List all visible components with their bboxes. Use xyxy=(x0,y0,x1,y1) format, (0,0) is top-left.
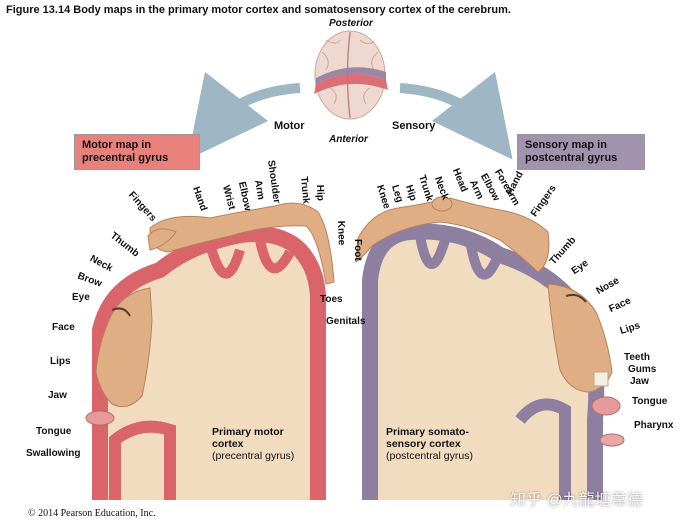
brain-top-view xyxy=(314,30,388,120)
motor-cortex-line1: Primary motor xyxy=(212,426,284,438)
toes-label: Toes xyxy=(320,294,343,305)
motor-eye-label: Eye xyxy=(72,292,90,303)
motor-swallowing-label: Swallowing xyxy=(26,448,81,459)
sensory-tongue-label: Tongue xyxy=(632,396,668,407)
sensory-map-line2: postcentral gyrus xyxy=(525,152,618,164)
sensory-jaw-label: Jaw xyxy=(630,376,649,387)
posterior-label: Posterior xyxy=(329,18,373,29)
watermark: 知乎 @九龍塘韋德 xyxy=(510,492,643,509)
motor-homunculus xyxy=(147,202,335,285)
motor-cortex-line3: (precentral gyrus) xyxy=(212,450,295,462)
copyright-notice: © 2014 Pearson Education, Inc. xyxy=(28,508,156,519)
genitals-label: Genitals xyxy=(326,316,366,327)
motor-jaw-label: Jaw xyxy=(48,390,67,401)
motor-label: Motor xyxy=(274,120,305,132)
sensory-teeth-label: Teeth xyxy=(624,352,650,363)
sensory-homunculus xyxy=(355,196,550,273)
motor-map-line1: Motor map in xyxy=(82,139,152,151)
motor-cortex-section xyxy=(92,226,326,500)
sensory-cortex-line1: Primary somato- xyxy=(386,426,469,438)
sensory-arrow xyxy=(399,71,513,160)
foot-label: Foot xyxy=(352,239,363,261)
motor-hip-label: Hip xyxy=(314,184,326,202)
sensory-map-box: Sensory map in postcentral gyrus xyxy=(517,134,645,170)
primary-sensory-cortex-label: Primary somato- sensory cortex (postcent… xyxy=(386,426,473,462)
sensory-face xyxy=(547,283,625,447)
motor-tongue-label: Tongue xyxy=(36,426,72,437)
motor-map-box: Motor map in precentral gyrus xyxy=(74,134,200,170)
motor-face xyxy=(85,287,153,426)
motor-arrow xyxy=(187,71,301,160)
motor-cortex-line2: cortex xyxy=(212,438,244,450)
anterior-label: Anterior xyxy=(329,134,368,145)
sensory-map-line1: Sensory map in xyxy=(525,139,607,151)
motor-face-label: Face xyxy=(52,322,75,333)
sensory-pharynx-label: Pharynx xyxy=(634,420,674,431)
sensory-cortex-line3: (postcentral gyrus) xyxy=(386,450,473,462)
sensory-cortex-line2: sensory cortex xyxy=(386,438,461,450)
motor-trunk-label: Trunk xyxy=(298,176,312,205)
sensory-label: Sensory xyxy=(392,120,436,132)
motor-map-line2: precentral gyrus xyxy=(82,152,169,164)
primary-motor-cortex-label: Primary motor cortex (precentral gyrus) xyxy=(212,426,294,462)
sensory-gums-label: Gums xyxy=(628,364,657,375)
motor-knee-label: Knee xyxy=(335,220,347,246)
figure-title: Figure 13.14 Body maps in the primary mo… xyxy=(6,4,511,16)
motor-lips-label: Lips xyxy=(50,356,71,367)
